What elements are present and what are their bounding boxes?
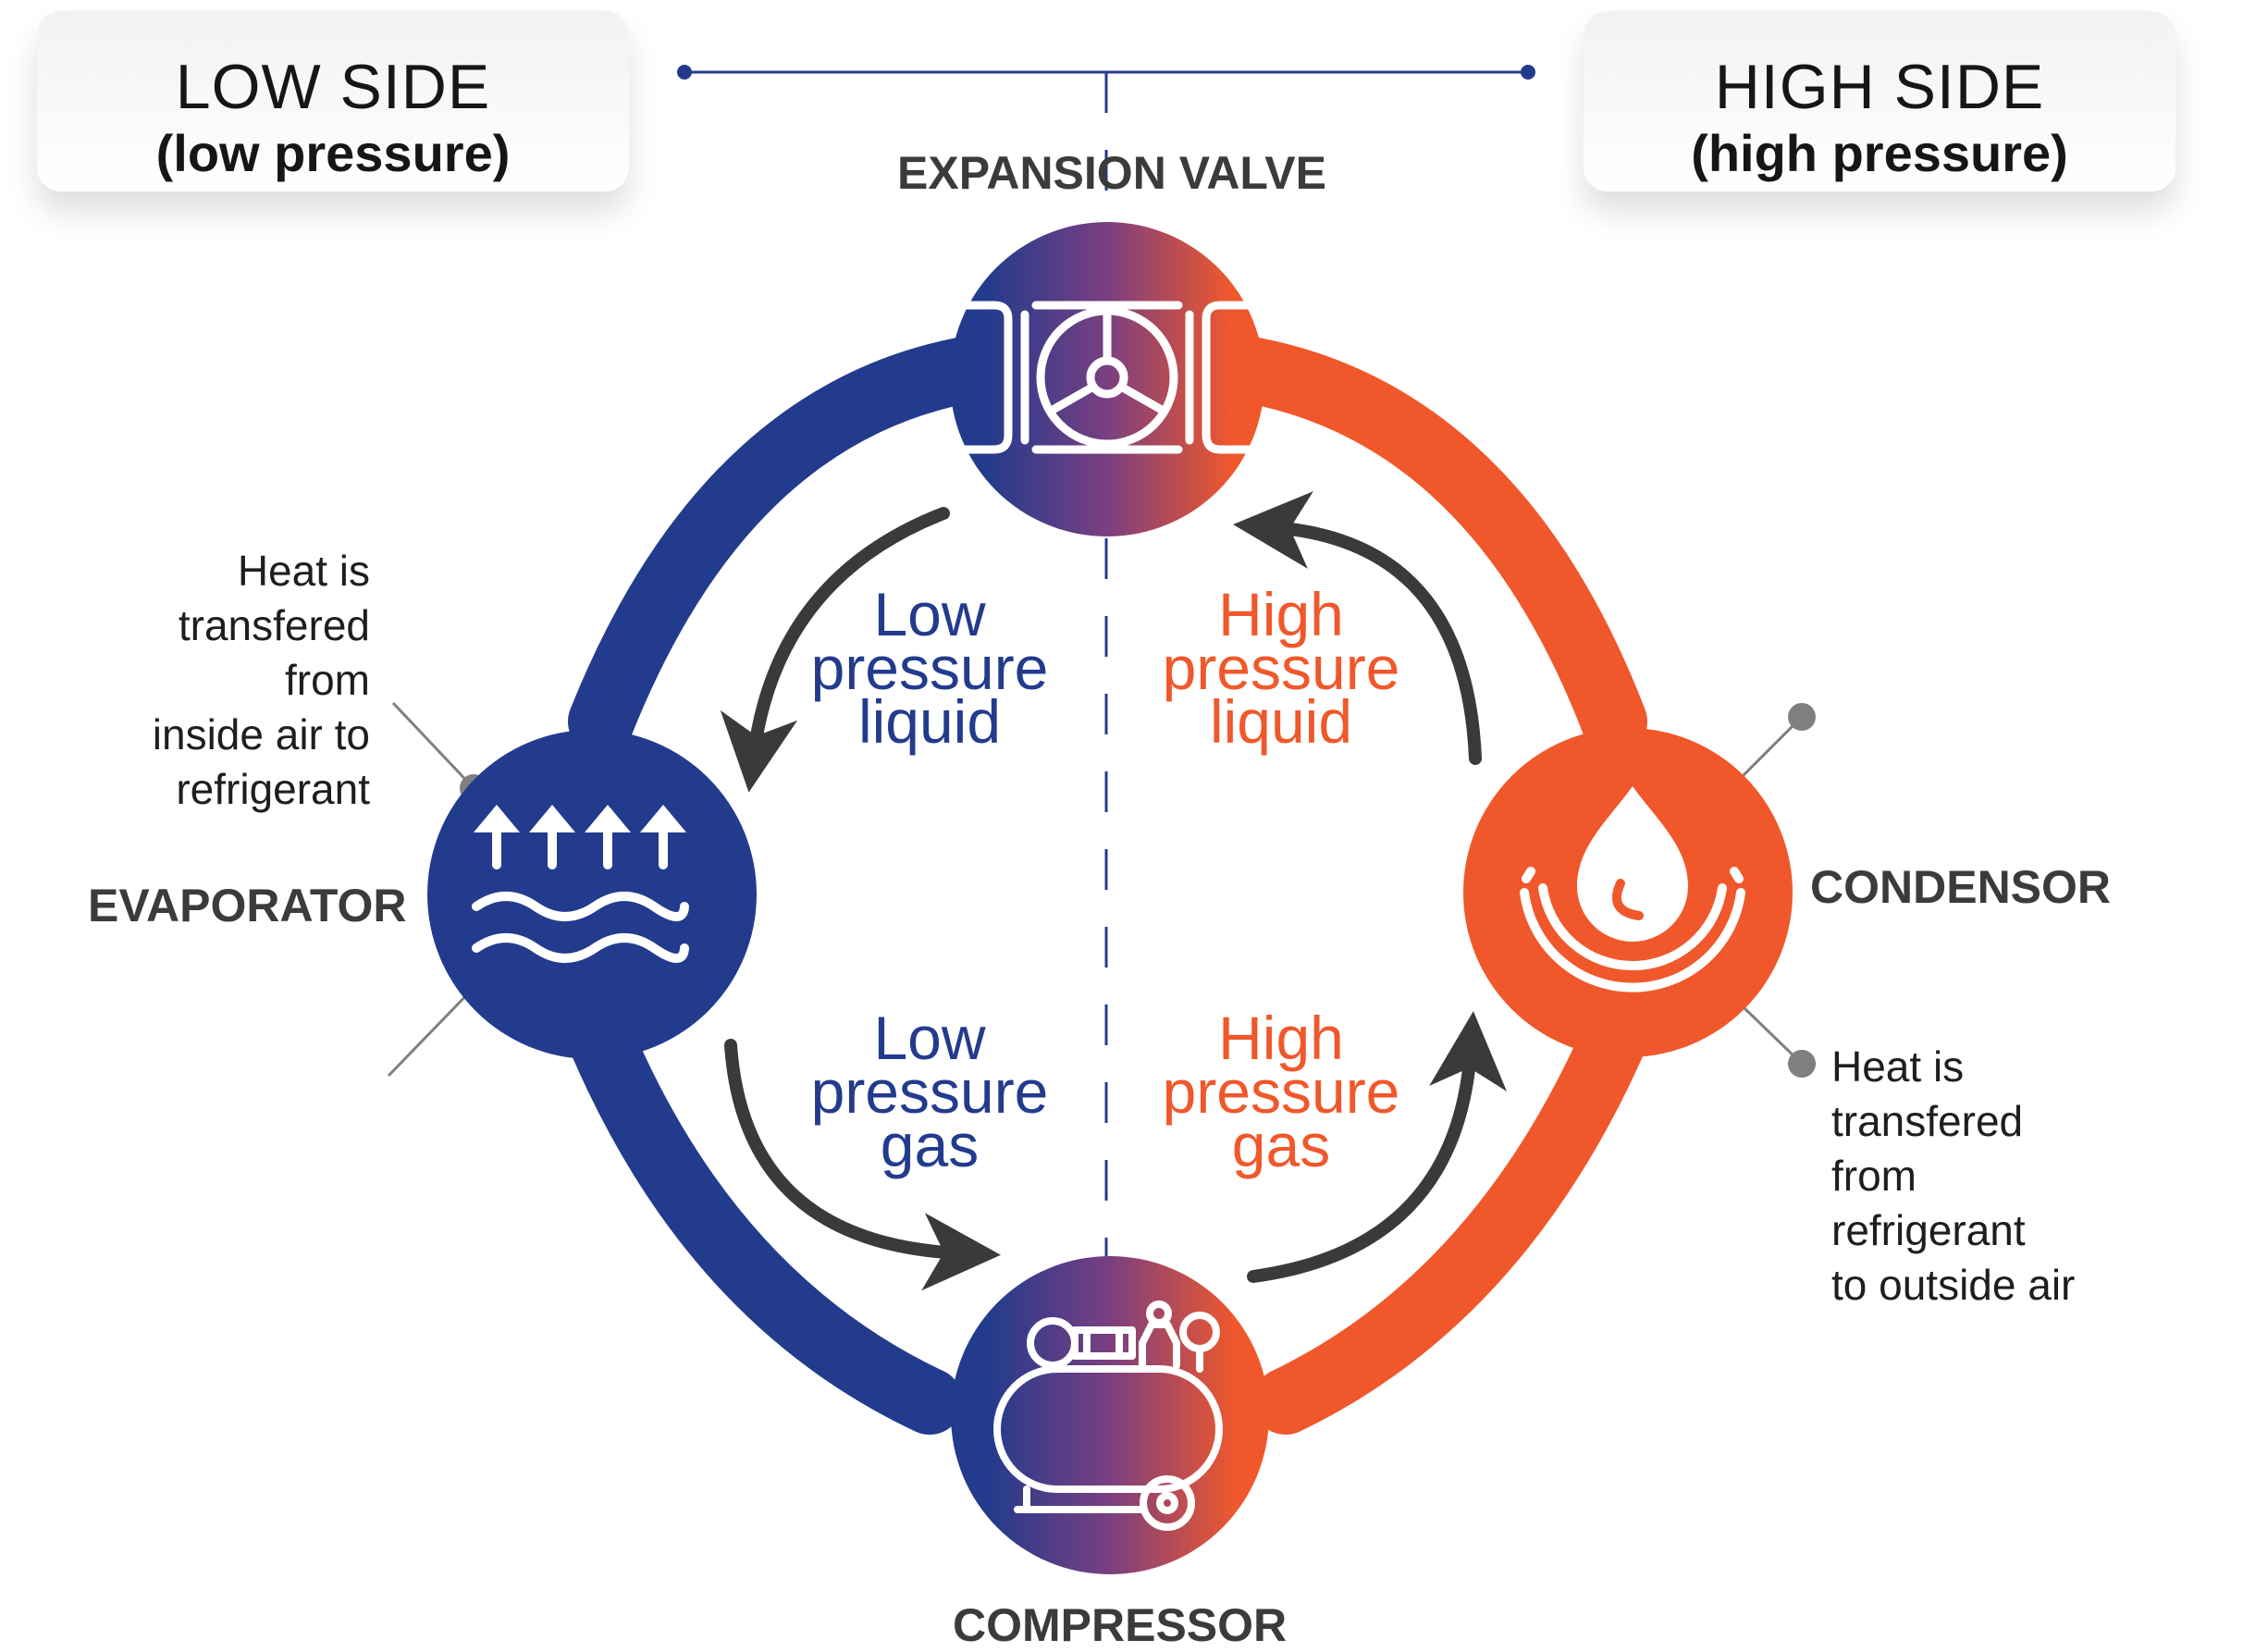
arrow-compressor-to-condensor xyxy=(1247,1011,1507,1283)
condensor-label: CONDENSOR xyxy=(1810,861,2112,913)
low-side-subtitle: (low pressure) xyxy=(155,124,511,182)
arrow-condensor-to-valve xyxy=(1233,491,1482,765)
ring-low-upper xyxy=(568,332,1028,755)
water-drop-icon xyxy=(1520,786,1745,992)
expansion-valve-label: EXPANSION VALVE xyxy=(897,147,1326,199)
ring-high-lower xyxy=(1252,984,1657,1435)
ring-high-upper xyxy=(1188,332,1647,755)
compressor-label: COMPRESSOR xyxy=(953,1599,1288,1651)
low-side-title: LOW SIDE xyxy=(175,52,491,122)
high-side-title: HIGH SIDE xyxy=(1714,52,2045,122)
compressor-node xyxy=(951,1256,1269,1574)
evaporator-node xyxy=(427,730,757,1059)
side-separator xyxy=(677,65,1535,1258)
ring-low-lower xyxy=(559,984,963,1435)
arrow-valve-to-evaporator xyxy=(720,507,950,793)
valve-wheel-icon xyxy=(957,301,1257,454)
high-side-card: HIGH SIDE (high pressure) xyxy=(1584,11,2176,191)
evaporator-label: EVAPORATOR xyxy=(88,880,407,931)
expansion-valve-node xyxy=(950,222,1264,536)
flow-arrows xyxy=(720,491,1507,1291)
arrow-evaporator-to-compressor xyxy=(724,1039,1001,1291)
low-side-card: LOW SIDE (low pressure) xyxy=(37,11,629,191)
cycle-ring xyxy=(559,332,1657,1435)
condensor-node xyxy=(1463,728,1793,1057)
air-compressor-icon xyxy=(993,1301,1223,1531)
rising-heat-waves-icon xyxy=(472,805,689,963)
high-side-subtitle: (high pressure) xyxy=(1691,124,2068,182)
